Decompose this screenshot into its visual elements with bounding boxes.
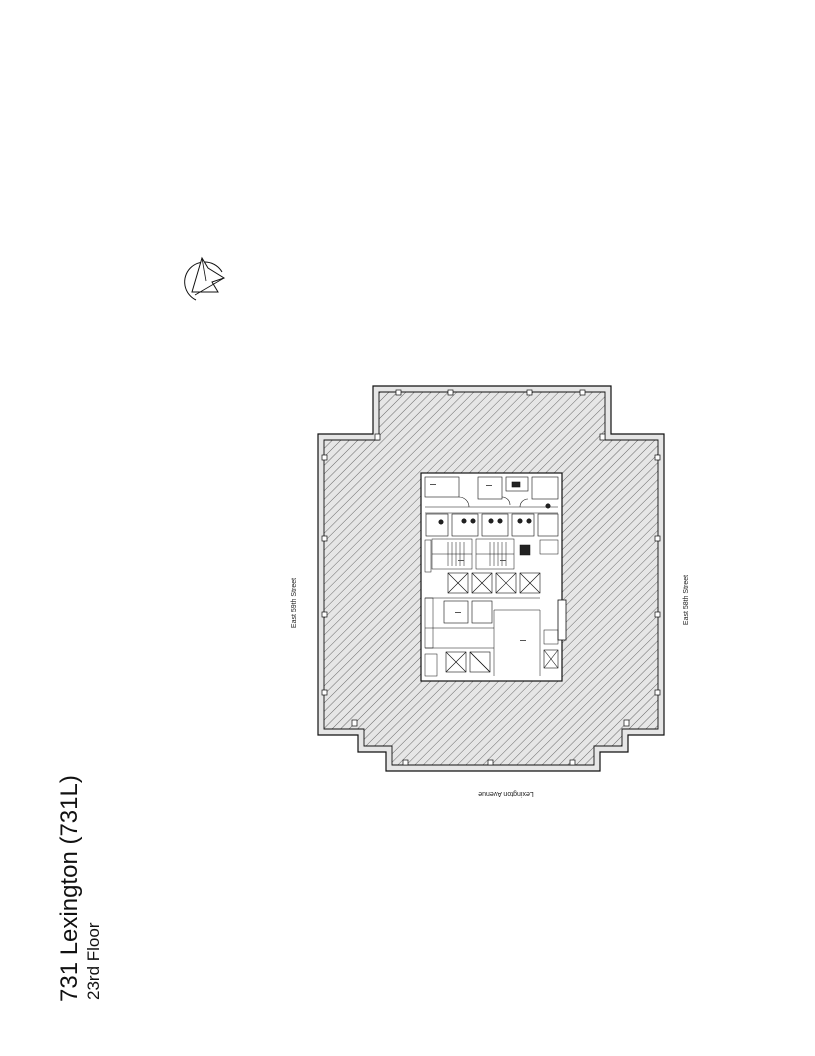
street-label-east: East 58th Street bbox=[683, 575, 690, 625]
street-label-west: East 59th Street bbox=[291, 578, 298, 628]
building-core bbox=[420, 472, 567, 682]
corridors bbox=[424, 539, 559, 677]
stairs bbox=[431, 538, 559, 570]
columns bbox=[321, 389, 661, 766]
core-annotations bbox=[430, 484, 526, 641]
building-title: 731 Lexington (731L) bbox=[56, 775, 83, 1002]
elevators bbox=[443, 572, 559, 673]
north-arrow-icon bbox=[184, 256, 226, 301]
street-label-south: Lexington Avenue bbox=[478, 790, 534, 797]
floor-title: 23rd Floor bbox=[84, 922, 103, 1000]
restrooms bbox=[424, 476, 559, 537]
core-outline bbox=[420, 472, 563, 682]
